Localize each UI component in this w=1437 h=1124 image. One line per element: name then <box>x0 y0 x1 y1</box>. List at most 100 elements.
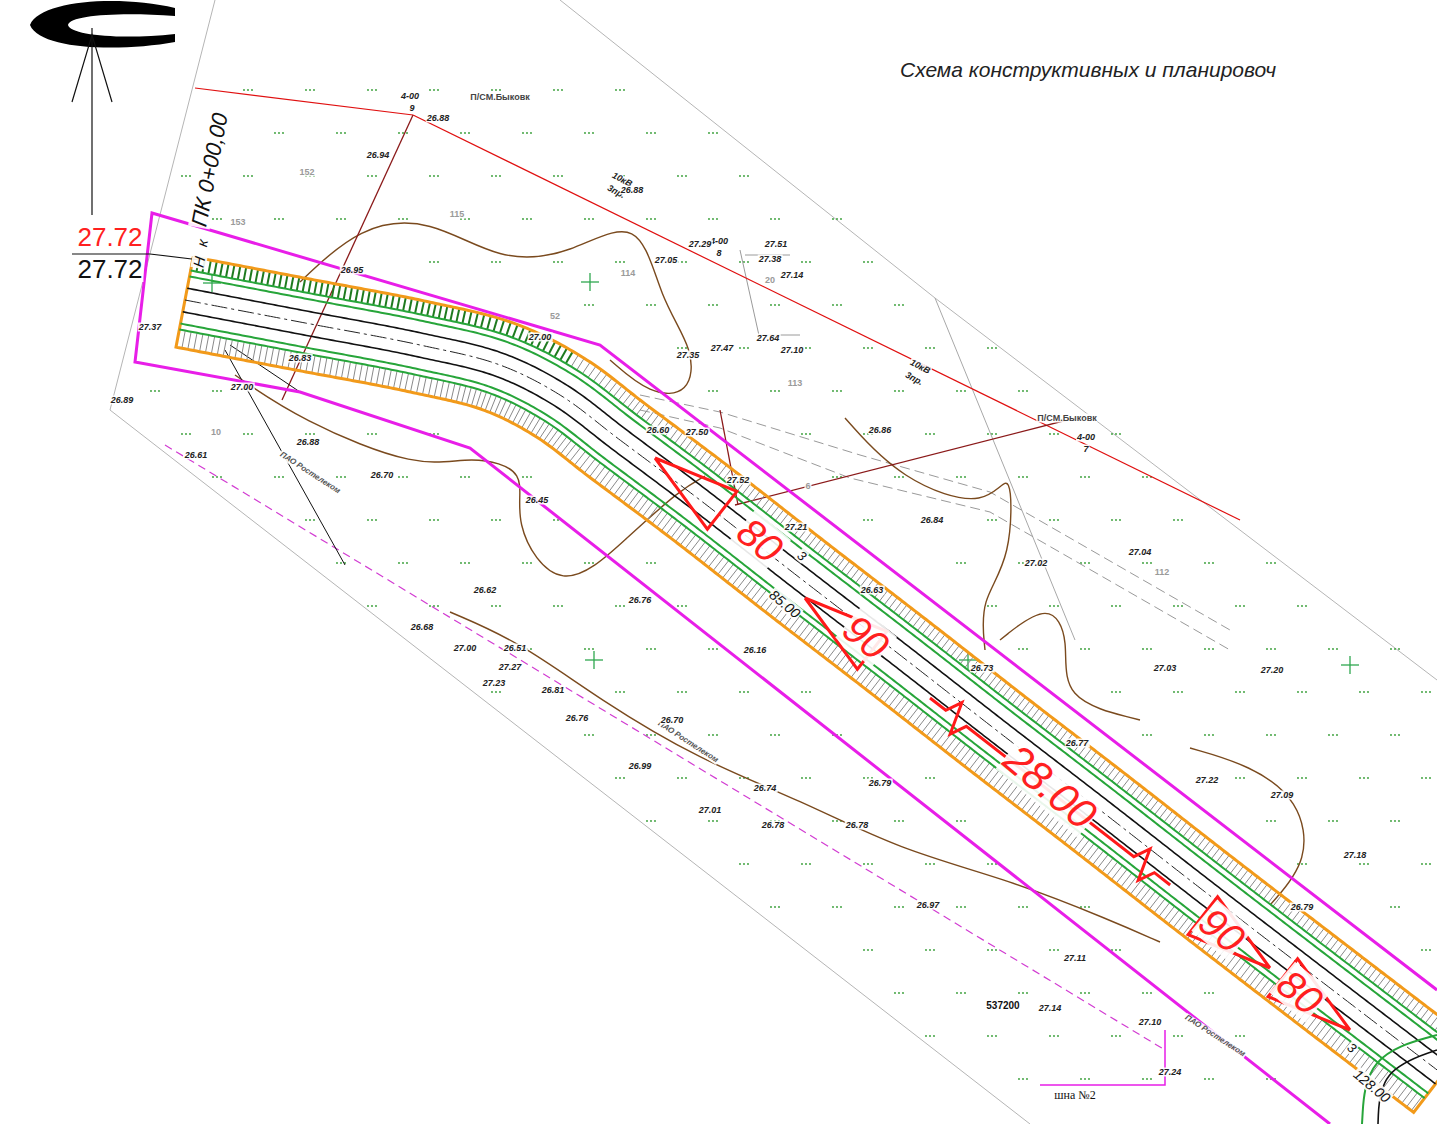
meadow-dot <box>1057 519 1059 521</box>
meadow-dot <box>840 304 842 306</box>
meadow-dot <box>1115 691 1117 693</box>
meadow-dot <box>491 605 493 607</box>
meadow-dot <box>1119 691 1121 693</box>
slope-tick <box>1292 910 1301 921</box>
slope-tick <box>330 359 333 377</box>
spot-elevation: 26.84 <box>920 516 945 525</box>
slope-tick <box>1411 1001 1420 1012</box>
meadow-dot <box>716 132 718 134</box>
meadow-dot <box>1208 734 1210 736</box>
slope-tick <box>409 298 412 312</box>
meadow-dot <box>247 175 249 177</box>
meadow-dot <box>619 777 621 779</box>
slope-tick <box>623 393 632 404</box>
slope-tick <box>1174 818 1183 829</box>
meadow-dot <box>553 89 555 91</box>
meadow-dot <box>433 605 435 607</box>
slope-tick <box>989 675 998 686</box>
slope-tick <box>226 264 229 278</box>
slope-tick <box>1368 968 1377 979</box>
meadow-dot <box>584 562 586 564</box>
slope-tick <box>232 265 235 279</box>
slope-arrow <box>1188 897 1270 968</box>
meadow-dot <box>871 863 873 865</box>
spot-elevation: 27.14 <box>1038 1004 1063 1013</box>
meadow-dot <box>344 476 346 478</box>
meadow-dot <box>929 777 931 779</box>
slope-tick <box>519 327 524 340</box>
meadow-dot <box>429 175 431 177</box>
meadow-dot <box>1053 1035 1055 1037</box>
meadow-dot <box>340 476 342 478</box>
meadow-dot <box>836 906 838 908</box>
meadow-dot <box>964 476 966 478</box>
slope-tick <box>651 414 659 425</box>
meadow-dot <box>1119 519 1121 521</box>
meadow-dot <box>398 132 400 134</box>
slope-tick <box>485 394 491 411</box>
slope-tick <box>481 392 487 409</box>
meadow-dot <box>743 347 745 349</box>
meadow-dot <box>1053 519 1055 521</box>
slope-tick <box>382 369 385 387</box>
meadow-dot <box>1181 605 1183 607</box>
slope-tick <box>456 308 459 322</box>
spot-elevation: 26.79 <box>1290 903 1315 912</box>
coordinate-label: 537200 <box>985 1001 1020 1011</box>
meadow-dot <box>1146 1078 1148 1080</box>
meadow-dot <box>437 519 439 521</box>
spot-elevation: 27.20 <box>1260 666 1285 675</box>
slope-tick <box>775 510 784 521</box>
meadow-dot <box>1177 519 1179 521</box>
meadow-dot <box>1150 562 1152 564</box>
meadow-dot <box>1022 1078 1024 1080</box>
spot-elevation: 26.88 <box>296 438 321 447</box>
meadow-dot <box>1111 1035 1113 1037</box>
slope-tick <box>468 311 471 325</box>
meadow-dot <box>1142 734 1144 736</box>
meadow-dot <box>402 218 404 220</box>
shoulder-line <box>191 271 1437 1051</box>
parcel-number: 112 <box>1154 568 1171 577</box>
meadow-dot <box>313 519 315 521</box>
meadow-dot <box>685 777 687 779</box>
meadow-dot <box>1301 863 1303 865</box>
slope-tick <box>1344 950 1353 961</box>
meadow-dot <box>778 304 780 306</box>
slope-tick <box>371 366 374 384</box>
meadow-dot <box>584 304 586 306</box>
meadow-dot <box>1367 863 1369 865</box>
slope-tick <box>241 342 244 360</box>
meadow-dot <box>801 863 803 865</box>
meadow-dot <box>902 906 904 908</box>
slope-tick <box>188 332 191 350</box>
meadow-dot <box>867 261 869 263</box>
meadow-dot <box>991 1035 993 1037</box>
slope-tick <box>1321 932 1330 943</box>
meadow-dot <box>522 132 524 134</box>
meadow-dot <box>801 691 803 693</box>
meadow-dot <box>553 261 555 263</box>
meadow-symbols <box>150 89 1431 1080</box>
slope-tick <box>932 631 941 642</box>
slope-tick <box>1216 851 1225 862</box>
meadow-dot <box>1243 777 1245 779</box>
meadow-dot <box>189 433 191 435</box>
meadow-dot <box>1084 992 1086 994</box>
meadow-dot <box>553 175 555 177</box>
slope-break-line <box>930 698 1170 885</box>
meadow-dot <box>1088 648 1090 650</box>
meadow-dot <box>588 304 590 306</box>
meadow-dot <box>832 906 834 908</box>
slope-tick <box>552 433 563 447</box>
slope-tick <box>689 443 697 454</box>
meadow-dot <box>1270 648 1272 650</box>
meadow-dot <box>1332 820 1334 822</box>
grid-cross <box>211 274 212 292</box>
meadow-dot <box>871 347 873 349</box>
meadow-dot <box>1084 1078 1086 1080</box>
meadow-dot <box>863 519 865 521</box>
meadow-dot <box>243 175 245 177</box>
meadow-dot <box>677 777 679 779</box>
